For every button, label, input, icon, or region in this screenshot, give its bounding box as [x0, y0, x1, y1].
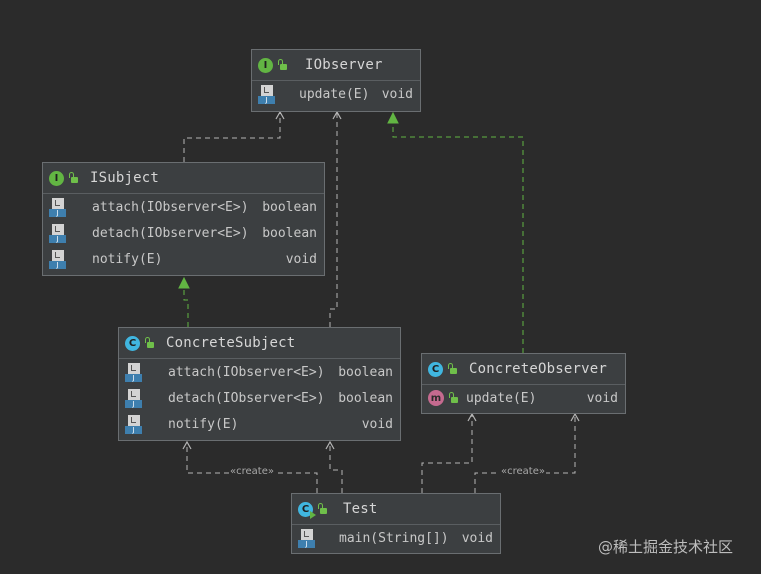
edge-isubject-to-iobserver	[183, 113, 281, 162]
member-row[interactable]: J notify(E) void	[43, 246, 324, 272]
class-header-concretesubject: C ConcreteSubject	[119, 328, 400, 359]
arrowhead-concreteobserver-realizes-iobserver	[387, 111, 399, 124]
class-badge-icon: C	[428, 361, 443, 377]
create-label-left: «create»	[229, 466, 275, 477]
member-return-type: boolean	[262, 199, 317, 215]
java-method-icon: J	[125, 414, 142, 434]
public-lock-icon	[144, 337, 154, 349]
class-box-concretesubject[interactable]: C ConcreteSubject J attach(IObserver<E>)…	[118, 327, 401, 441]
public-lock-icon	[448, 392, 458, 404]
edge-test-creates-concreteobserver	[474, 415, 576, 493]
member-row[interactable]: J update(E) void	[252, 81, 420, 107]
method-badge-icon: m	[428, 390, 444, 406]
class-box-concreteobserver[interactable]: C ConcreteObserver m update(E) void	[421, 353, 626, 414]
java-method-icon: J	[49, 197, 66, 217]
member-name: attach(IObserver<E>)	[168, 364, 325, 380]
java-method-icon: J	[49, 223, 66, 243]
class-box-isubject[interactable]: I ISubject J attach(IObserver<E>) boolea…	[42, 162, 325, 276]
arrowhead-concretesubject-to-iobserver	[332, 110, 342, 120]
member-name: attach(IObserver<E>)	[92, 199, 249, 215]
member-row[interactable]: J attach(IObserver<E>) boolean	[119, 359, 400, 385]
member-return-type: boolean	[262, 225, 317, 241]
member-name: detach(IObserver<E>)	[92, 225, 249, 241]
member-row[interactable]: J attach(IObserver<E>) boolean	[43, 194, 324, 220]
arrowhead-test-creates-concretesubject	[182, 440, 192, 450]
public-lock-icon	[277, 59, 287, 71]
class-box-test[interactable]: C Test J main(String[]) void	[291, 493, 501, 554]
runnable-class-badge-icon: C	[298, 501, 316, 519]
member-return-type: void	[461, 530, 493, 546]
class-header-test: C Test	[292, 494, 500, 525]
edge-test-to-concreteobserver	[421, 415, 473, 493]
member-name: notify(E)	[168, 416, 239, 432]
watermark-text: @稀土掘金技术社区	[598, 538, 734, 556]
member-name: notify(E)	[92, 251, 163, 267]
member-row[interactable]: J main(String[]) void	[292, 525, 500, 551]
member-return-type: void	[586, 390, 618, 406]
member-return-type: void	[285, 251, 317, 267]
member-row[interactable]: J detach(IObserver<E>) boolean	[43, 220, 324, 246]
arrowhead-test-to-concretesubject	[325, 440, 335, 450]
class-name-test: Test	[343, 501, 378, 517]
public-lock-icon	[317, 503, 327, 515]
java-method-icon: J	[125, 362, 142, 382]
class-name-isubject: ISubject	[90, 170, 160, 186]
member-return-type: void	[381, 86, 413, 102]
class-header-concreteobserver: C ConcreteObserver	[422, 354, 625, 385]
class-name-concreteobserver: ConcreteObserver	[469, 361, 608, 377]
member-row[interactable]: m update(E) void	[422, 385, 625, 411]
member-return-type: boolean	[338, 364, 393, 380]
class-header-iobserver: I IObserver	[252, 50, 420, 81]
member-row[interactable]: J notify(E) void	[119, 411, 400, 437]
java-method-icon: J	[258, 84, 275, 104]
arrowhead-concretesubject-realizes-isubject	[178, 276, 190, 289]
class-badge-icon: C	[125, 335, 140, 351]
edge-concreteobserver-realizes-iobserver	[392, 122, 524, 353]
member-row[interactable]: J detach(IObserver<E>) boolean	[119, 385, 400, 411]
arrowhead-test-to-concreteobserver	[467, 412, 477, 422]
class-header-isubject: I ISubject	[43, 163, 324, 194]
member-name: detach(IObserver<E>)	[168, 390, 325, 406]
member-name: update(E)	[299, 86, 370, 102]
edge-concretesubject-to-iobserver	[329, 113, 338, 327]
interface-badge-icon: I	[49, 170, 64, 186]
class-name-concretesubject: ConcreteSubject	[166, 335, 296, 351]
member-return-type: boolean	[338, 390, 393, 406]
create-label-right: «create»	[500, 466, 546, 477]
edge-test-to-concretesubject	[329, 443, 343, 493]
java-method-icon: J	[125, 388, 142, 408]
member-name: update(E)	[466, 390, 537, 406]
interface-badge-icon: I	[258, 57, 273, 73]
java-method-icon: J	[49, 249, 66, 269]
arrowhead-test-creates-concreteobserver	[570, 412, 580, 422]
arrowhead-isubject-to-iobserver	[275, 110, 285, 120]
edge-concretesubject-realizes-isubject	[183, 287, 189, 327]
java-method-icon: J	[298, 528, 315, 548]
public-lock-icon	[447, 363, 457, 375]
class-name-iobserver: IObserver	[305, 57, 383, 73]
class-box-iobserver[interactable]: I IObserver J update(E) void	[251, 49, 421, 112]
public-lock-icon	[68, 172, 78, 184]
member-return-type: void	[361, 416, 393, 432]
member-name: main(String[])	[339, 530, 449, 546]
